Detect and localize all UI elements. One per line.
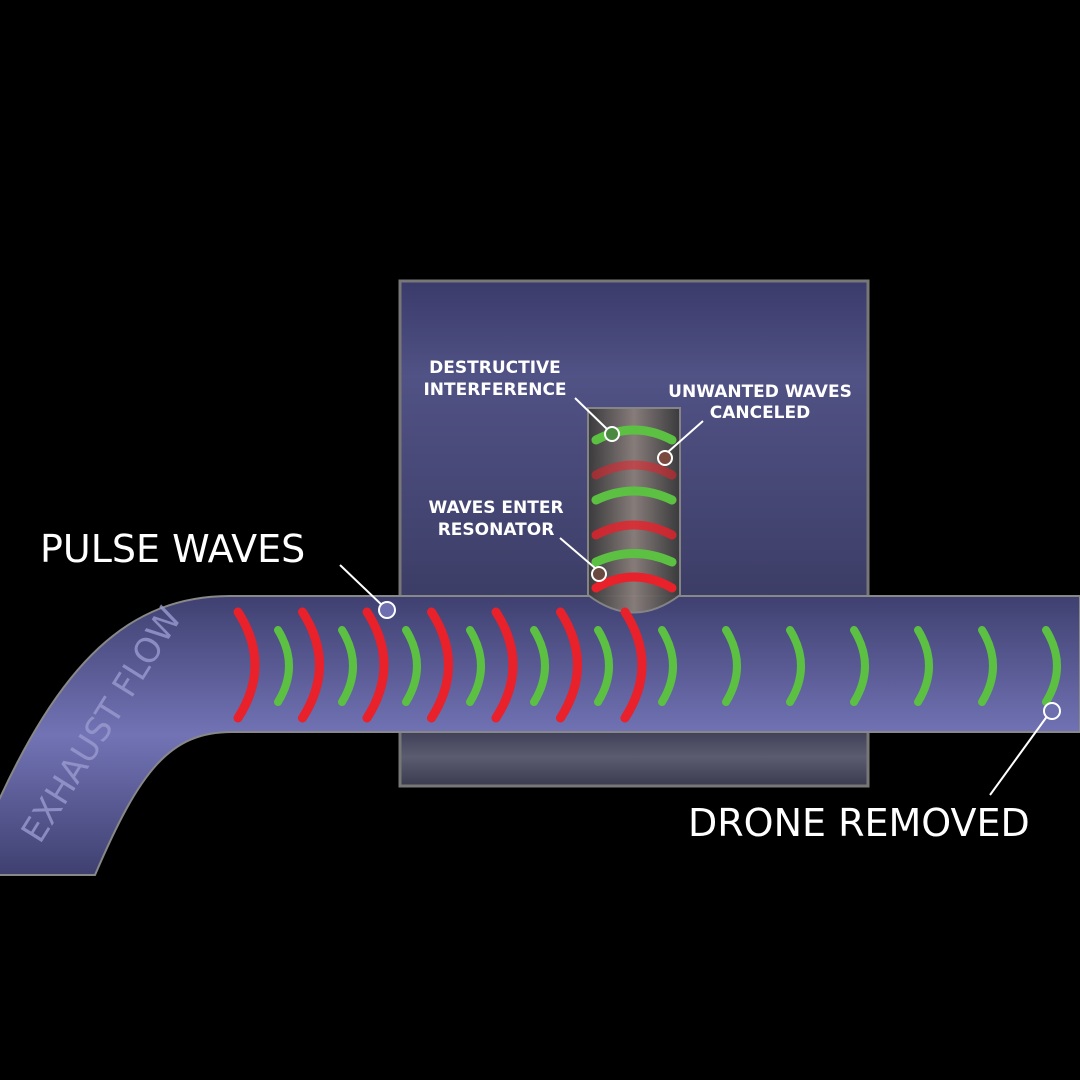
red-wave xyxy=(233,607,260,723)
exhaust-pipe xyxy=(0,595,1080,876)
green-wave xyxy=(402,626,421,706)
waves-enter-label-2: RESONATOR xyxy=(438,520,555,540)
green-wave xyxy=(594,626,613,706)
drone-removed-label: DRONE REMOVED xyxy=(688,801,1030,845)
green-wave xyxy=(274,626,293,706)
green-wave xyxy=(591,425,677,445)
red-wave xyxy=(620,607,647,723)
green-wave xyxy=(530,626,549,706)
red-wave xyxy=(427,607,453,723)
unwanted-label-2: CANCELED xyxy=(710,403,811,423)
red-wave xyxy=(298,607,324,723)
red-wave xyxy=(556,607,582,723)
green-wave xyxy=(786,626,805,706)
destructive-label-2: INTERFERENCE xyxy=(423,380,566,400)
red-wave xyxy=(591,460,677,480)
resonator-waves xyxy=(591,425,677,593)
unwanted-label-1: UNWANTED WAVES xyxy=(668,382,852,402)
green-wave xyxy=(978,626,997,706)
green-wave xyxy=(591,486,677,505)
callouts xyxy=(339,397,1061,796)
destructive-label-1: DESTRUCTIVE xyxy=(429,358,561,378)
pipe-waves xyxy=(233,607,1061,723)
resonator-housing-lower xyxy=(398,726,870,788)
red-wave xyxy=(362,607,389,723)
green-wave xyxy=(722,626,741,706)
red-wave xyxy=(591,572,677,593)
green-wave xyxy=(338,626,357,706)
green-wave xyxy=(1042,626,1061,706)
red-wave xyxy=(591,520,677,540)
green-wave xyxy=(466,626,485,706)
pulse-waves-label: PULSE WAVES xyxy=(40,527,305,571)
green-wave xyxy=(591,549,677,567)
green-wave xyxy=(914,626,933,706)
green-wave xyxy=(850,626,869,706)
waves-enter-label-1: WAVES ENTER xyxy=(428,498,563,518)
green-wave xyxy=(658,626,677,706)
red-wave xyxy=(491,607,518,723)
